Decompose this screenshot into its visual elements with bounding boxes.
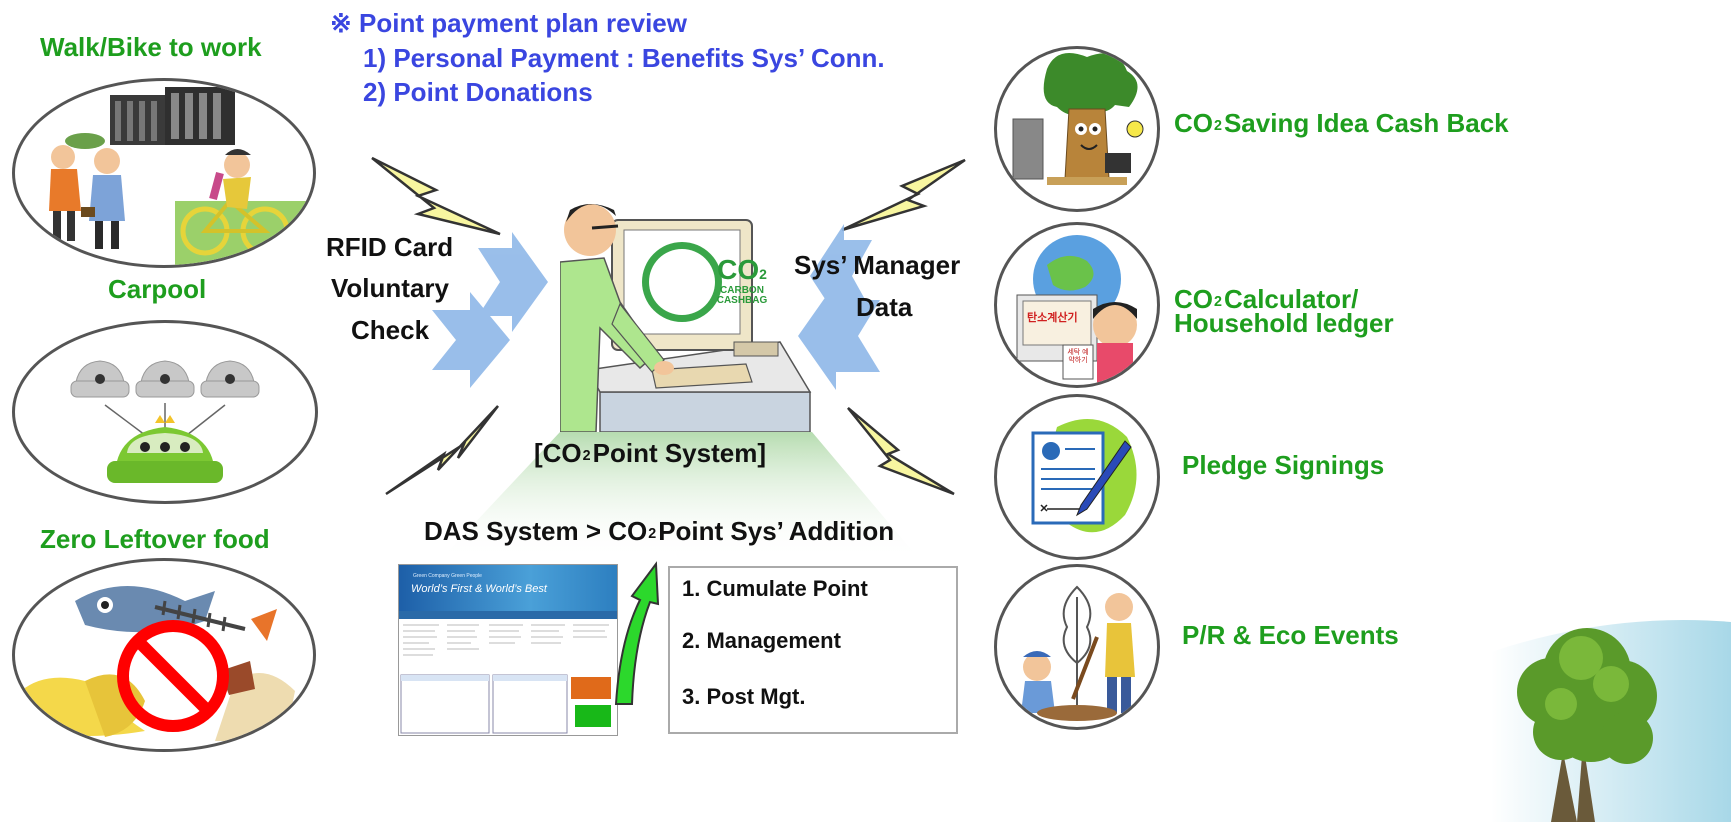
- idea-subscript: 2: [1214, 118, 1222, 135]
- rfid-label-line2: Voluntary: [331, 273, 449, 303]
- co2-point-system-illustration: CO2 CARBON CASHBAG: [559, 192, 820, 433]
- das-prefix: DAS System > CO: [424, 516, 648, 546]
- pledge-signings-illustration: [994, 394, 1160, 560]
- das-subscript: 2: [648, 526, 656, 543]
- das-website-thumbnail: Green Company Green People World’s First…: [398, 564, 618, 736]
- lightning-bolt-top-right: [841, 158, 966, 232]
- logo-carbon-text: CARBON: [720, 285, 764, 296]
- rfid-label-line3: Check: [351, 315, 430, 345]
- website-banner: Green Company Green People World’s First…: [399, 565, 617, 611]
- banner-line2: World’s First & World’s Best: [411, 583, 547, 595]
- das-suffix: Point Sys’ Addition: [658, 516, 895, 546]
- caption-prefix: [CO: [534, 438, 582, 468]
- caption-suffix: Point System]: [592, 438, 766, 468]
- sys-manager-label-line2: Data: [856, 292, 913, 322]
- rfid-label-line1: RFID Card: [326, 232, 454, 262]
- calculator-paper-text: 세탁 예약하기: [1067, 349, 1089, 364]
- calc-subscript: 2: [1214, 294, 1222, 311]
- logo-cashbag-text: CASHBAG: [716, 295, 768, 306]
- lightning-bolt-bottom-left: [385, 405, 499, 496]
- logo-sub-text: 2: [759, 266, 767, 282]
- lightning-bolt-bottom-right: [847, 407, 955, 496]
- arrow-right-top: [478, 232, 548, 332]
- calculator-sign-text: 탄소계산기: [1027, 312, 1078, 324]
- idea-cash-back-illustration: [994, 46, 1160, 212]
- feature-item-cumulate-point: 1. Cumulate Point: [682, 576, 868, 601]
- feature-item-post-mgt: 3. Post Mgt.: [682, 684, 806, 709]
- features-box: 1. Cumulate Point 2. Management 3. Post …: [668, 566, 958, 734]
- carpool-label: Carpool: [108, 274, 207, 304]
- review-title: ※ Point payment plan review: [330, 8, 687, 38]
- walk-bike-label: Walk/Bike to work: [40, 32, 262, 62]
- walk-bike-illustration: [12, 78, 316, 268]
- zero-leftover-label: Zero Leftover food: [40, 524, 270, 554]
- caption-subscript: 2: [582, 448, 591, 465]
- calc-suffix: Calculator/: [1223, 284, 1359, 314]
- review-item-personal-payment: 1) Personal Payment : Benefits Sys’ Conn…: [363, 43, 885, 73]
- pledge-signings-label: Pledge Signings: [1182, 450, 1385, 480]
- review-item-point-donations: 2) Point Donations: [363, 77, 593, 107]
- idea-suffix: Saving Idea Cash Back: [1223, 108, 1509, 138]
- pr-eco-events-label: P/R & Eco Events: [1182, 620, 1399, 650]
- arrow-right-bottom: [432, 292, 510, 388]
- co2-calculator-illustration: 탄소계산기 세탁 예약하기: [994, 222, 1160, 388]
- carbon-cashbag-logo: CO2 CARBON CASHBAG: [702, 256, 782, 306]
- banner-line1: Green Company Green People: [413, 573, 482, 579]
- feature-item-management: 2. Management: [682, 628, 841, 653]
- pointer-arrow: [614, 561, 660, 705]
- sys-manager-label-line1: Sys’ Manager: [794, 250, 961, 280]
- lightning-bolt-top-left: [371, 156, 501, 236]
- carpool-illustration: [12, 320, 318, 504]
- household-ledger-label: Household ledger: [1174, 308, 1394, 338]
- decorative-tree: [1491, 620, 1731, 822]
- calc-prefix: CO: [1174, 284, 1213, 314]
- idea-prefix: CO: [1174, 108, 1213, 138]
- logo-co-text: CO: [717, 254, 760, 285]
- zero-leftover-illustration: [12, 558, 316, 752]
- pr-eco-events-illustration: [994, 564, 1160, 730]
